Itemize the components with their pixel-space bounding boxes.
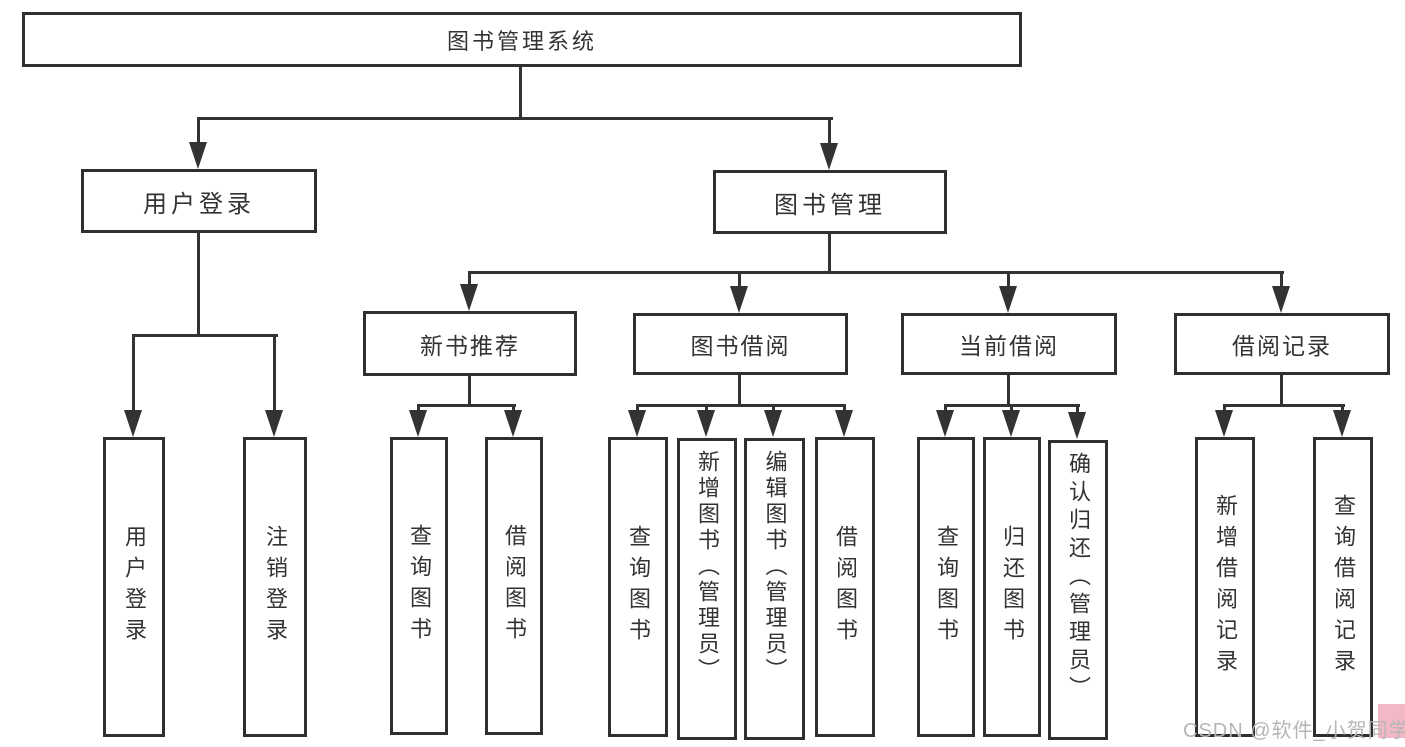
- connector-drop-records-add: [1223, 404, 1226, 413]
- watermark-accent-block: [1378, 704, 1405, 738]
- arrowhead-to-current-confirm: [1068, 412, 1086, 439]
- arrowhead-to-newbooks-query: [409, 410, 427, 437]
- node-leaf-records-query: 查询借阅记录: [1313, 437, 1373, 737]
- connector-userlogin-spread: [132, 334, 278, 337]
- connector-bookmgmt-spread: [468, 271, 1284, 274]
- connector-drop-leaf-login: [132, 334, 135, 412]
- watermark-text: CSDN @软件_小贺同学: [1183, 720, 1405, 742]
- arrowhead-to-current-return: [1002, 410, 1020, 437]
- node-leaf-newbooks-query: 查询图书: [390, 437, 448, 735]
- arrowhead-to-records: [1272, 286, 1290, 313]
- connector-drop-current-query: [944, 404, 947, 413]
- arrowhead-to-records-query: [1333, 410, 1351, 437]
- connector-records-stem: [1280, 375, 1283, 406]
- node-leaf-borrow-query: 查询图书: [608, 437, 668, 737]
- arrowhead-to-book-mgmt: [820, 143, 838, 170]
- connector-drop-newbooks: [468, 271, 471, 289]
- connector-drop-newbooks-query: [417, 404, 420, 413]
- arrowhead-to-user-login: [189, 142, 207, 169]
- node-leaf-records-add: 新增借阅记录: [1195, 437, 1255, 737]
- node-leaf-current-confirm: 确认归还（管理员）: [1048, 440, 1108, 740]
- connector-newbooks-stem: [468, 376, 471, 406]
- connector-drop-borrow-edit: [772, 404, 775, 413]
- node-borrow: 图书借阅: [633, 313, 848, 375]
- node-user-login-branch: 用户登录: [81, 169, 317, 233]
- node-leaf-borrow-edit: 编辑图书（管理员）: [744, 438, 805, 740]
- node-leaf-newbooks-borrow: 借阅图书: [485, 437, 543, 735]
- arrowhead-to-borrow: [730, 286, 748, 313]
- arrowhead-to-borrow-add: [697, 410, 715, 437]
- node-leaf-logout: 注销登录: [243, 437, 307, 737]
- node-leaf-user-login: 用户登录: [103, 437, 165, 737]
- connector-drop-borrow: [738, 271, 741, 289]
- connector-drop-borrow-add: [705, 404, 708, 413]
- arrowhead-to-borrow-borrow: [835, 410, 853, 437]
- connector-root-spread: [197, 117, 833, 120]
- arrowhead-to-current-query: [936, 410, 954, 437]
- connector-drop-newbooks-borrow: [512, 404, 515, 413]
- arrowhead-to-leaf-logout: [265, 410, 283, 437]
- node-newbooks: 新书推荐: [363, 311, 577, 376]
- connector-drop-leaf-logout: [273, 334, 276, 412]
- node-leaf-current-return: 归还图书: [983, 437, 1041, 737]
- node-records: 借阅记录: [1174, 313, 1390, 375]
- connector-borrow-stem: [738, 375, 741, 406]
- arrowhead-to-current: [999, 286, 1017, 313]
- node-leaf-borrow-borrow: 借阅图书: [815, 437, 875, 737]
- node-leaf-current-query: 查询图书: [917, 437, 975, 737]
- arrowhead-to-borrow-query: [628, 410, 646, 437]
- connector-drop-current-return: [1010, 404, 1013, 413]
- connector-bookmgmt-stem: [828, 234, 831, 273]
- connector-drop-borrow-query: [636, 404, 639, 413]
- arrowhead-to-leaf-login: [124, 410, 142, 437]
- connector-drop-records: [1280, 271, 1283, 289]
- connector-root-stem: [519, 67, 522, 118]
- arrowhead-to-records-add: [1215, 410, 1233, 437]
- connector-drop-borrow-borrow: [843, 404, 846, 413]
- node-leaf-borrow-add: 新增图书（管理员）: [677, 438, 737, 740]
- node-book-mgmt-branch: 图书管理: [713, 170, 947, 234]
- connector-drop-records-query: [1341, 404, 1344, 413]
- connector-drop-current: [1007, 271, 1010, 289]
- arrowhead-to-newbooks-borrow: [504, 410, 522, 437]
- connector-records-spread: [1223, 404, 1345, 407]
- arrowhead-to-borrow-edit: [764, 410, 782, 437]
- connector-drop-user-login: [197, 117, 200, 147]
- node-root: 图书管理系统: [22, 12, 1022, 67]
- connector-borrow-spread: [636, 404, 846, 407]
- node-current: 当前借阅: [901, 313, 1117, 375]
- connector-newbooks-spread: [417, 404, 516, 407]
- connector-drop-book-mgmt: [828, 117, 831, 147]
- connector-current-stem: [1007, 375, 1010, 406]
- connector-userlogin-stem: [197, 233, 200, 336]
- connector-drop-current-confirm: [1076, 404, 1079, 413]
- arrowhead-to-newbooks: [460, 284, 478, 311]
